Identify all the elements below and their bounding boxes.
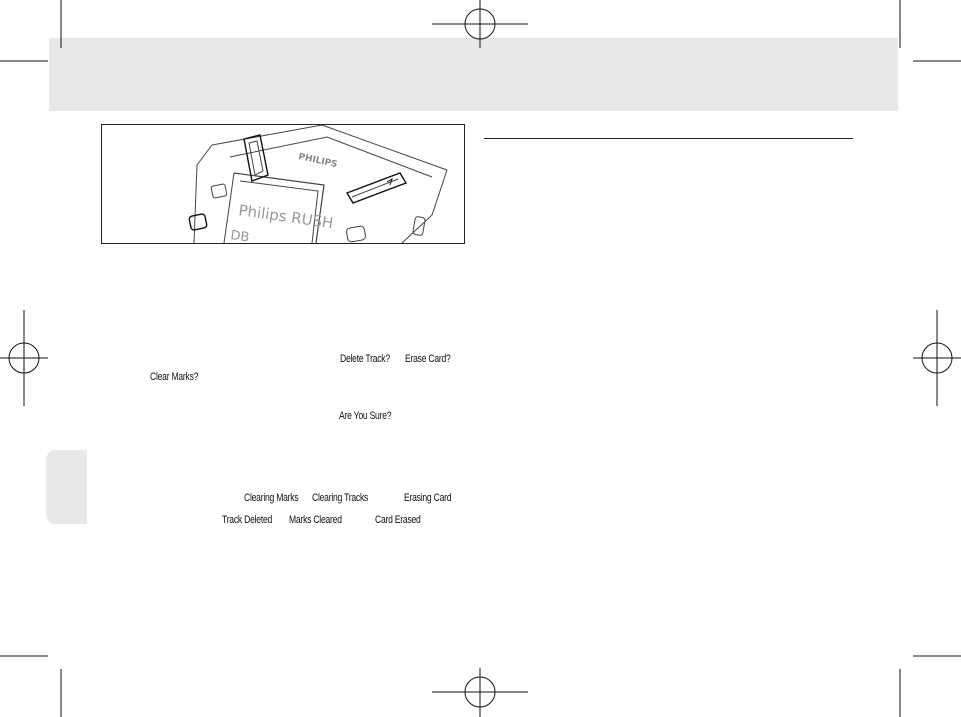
section-rule xyxy=(484,138,853,139)
lcd-clear-marks: Clear Marks? xyxy=(150,371,199,383)
registration-target-bottom xyxy=(432,668,528,717)
lcd-are-you-sure: Are You Sure? xyxy=(339,410,392,422)
language-tab xyxy=(46,450,87,524)
lcd-delete-track: Delete Track? xyxy=(340,353,390,365)
lcd-marks-cleared: Marks Cleared xyxy=(289,514,342,526)
lcd-erase-card: Erase Card? xyxy=(405,353,451,365)
lcd-card-erased: Card Erased xyxy=(375,514,421,526)
registration-target-right xyxy=(913,310,961,406)
device-brand: PHILIPS xyxy=(297,152,338,170)
registration-target-top xyxy=(432,0,528,48)
lcd-erasing-card: Erasing Card xyxy=(404,492,452,504)
device-screen-line-1: Philips RUSH xyxy=(237,201,334,232)
header-band xyxy=(49,38,898,111)
device-screen-line-2: DB xyxy=(229,228,250,243)
registration-target-left xyxy=(0,310,48,406)
lcd-clearing-marks: Clearing Marks xyxy=(244,492,299,504)
device-illustration: PHILIPS Philips RUSH DB xyxy=(101,124,465,244)
lcd-track-deleted: Track Deleted xyxy=(222,514,273,526)
lcd-clearing-tracks: Clearing Tracks xyxy=(312,492,369,504)
